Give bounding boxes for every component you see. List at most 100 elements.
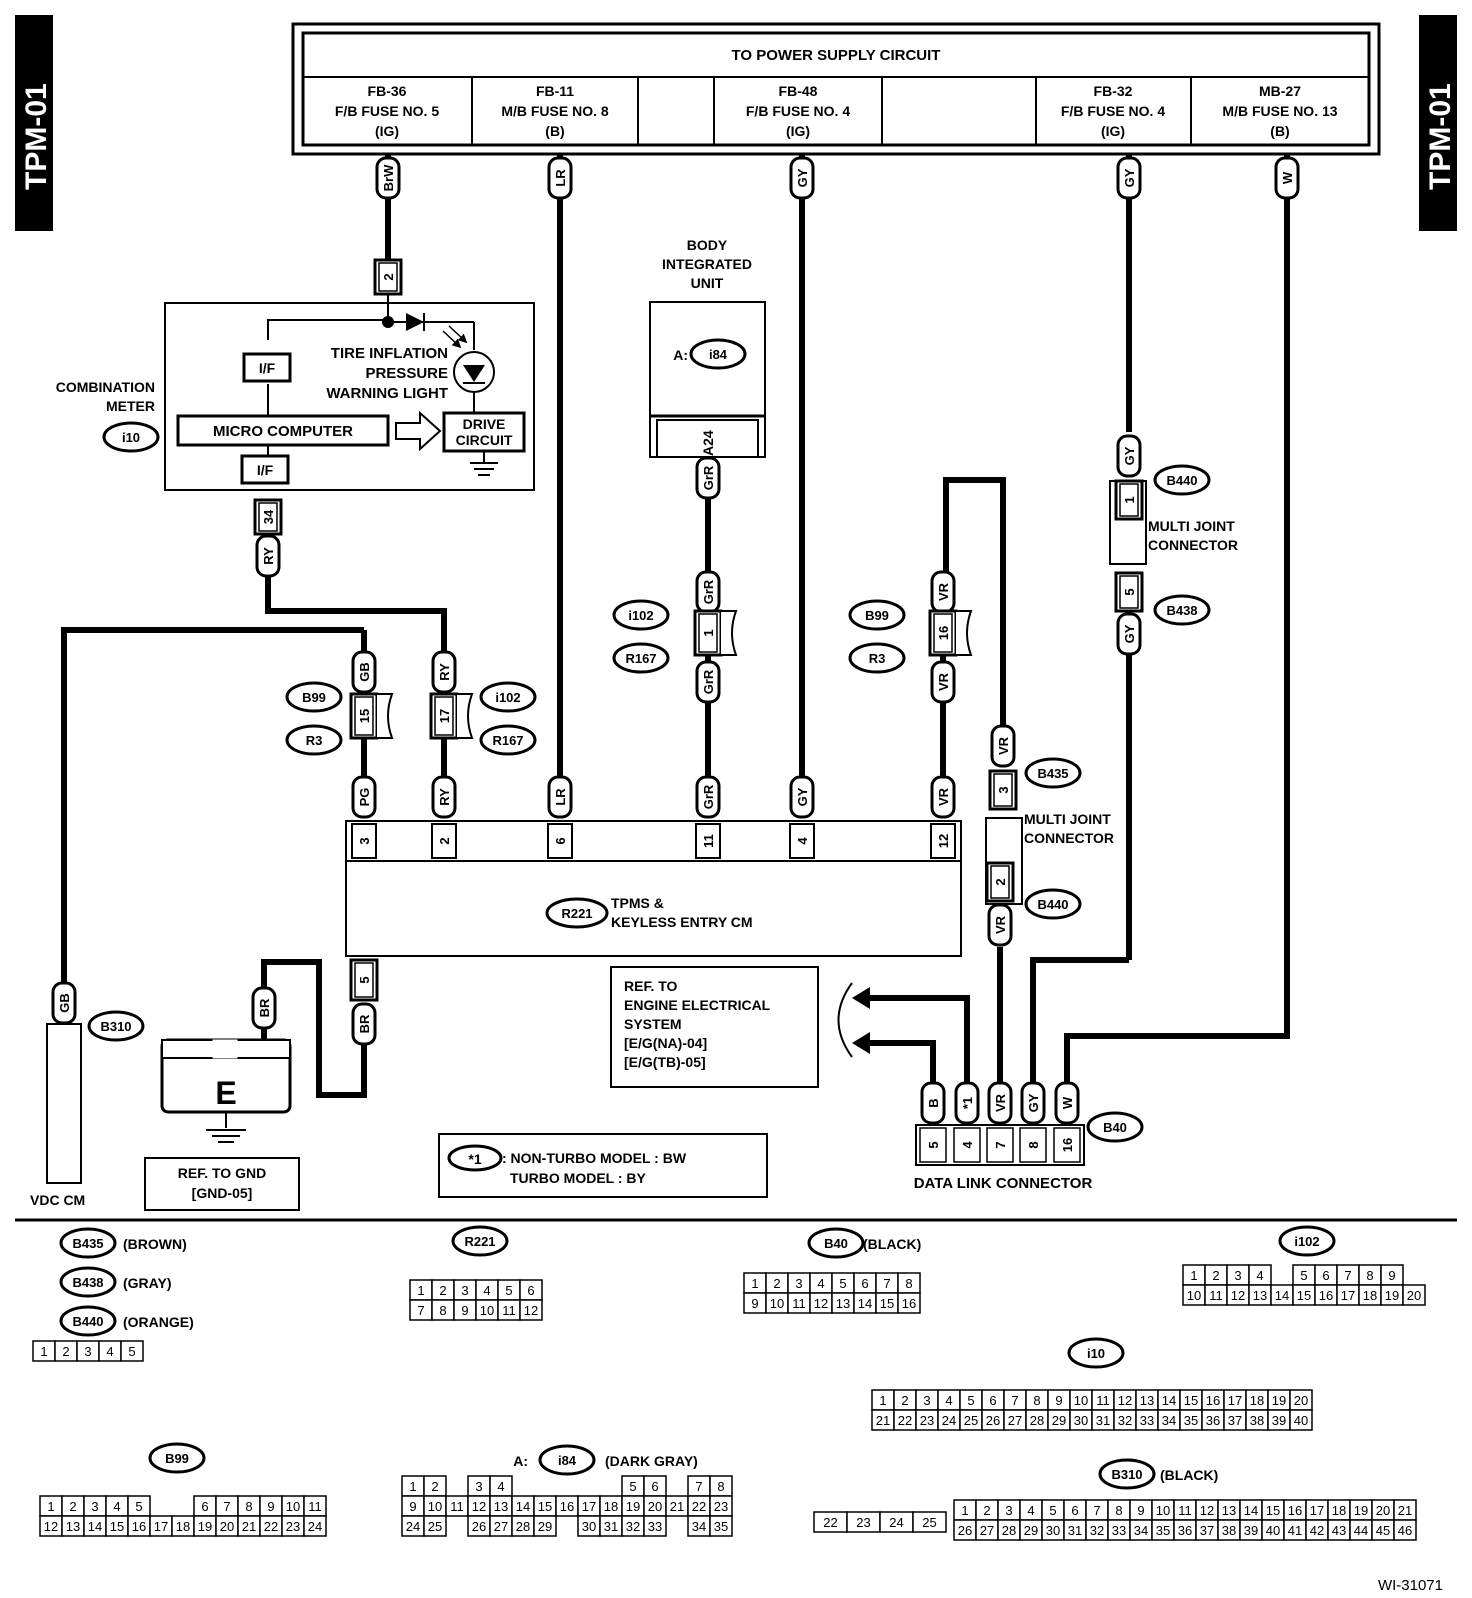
pin-meter-2: 2	[373, 258, 403, 296]
svg-text:19: 19	[1272, 1393, 1286, 1408]
svg-text:1: 1	[47, 1499, 54, 1514]
svg-text:7: 7	[1093, 1503, 1100, 1518]
tag-star1: *1	[954, 1081, 980, 1125]
side-tab-left-label: TPM-01	[20, 83, 53, 190]
tag-w-2-label: W	[1060, 1096, 1075, 1109]
svg-text:5: 5	[1122, 588, 1137, 595]
svg-text:10: 10	[1187, 1288, 1201, 1303]
svg-text:37: 37	[1228, 1413, 1242, 1428]
svg-text:8: 8	[245, 1499, 252, 1514]
tag-gy-3-label: GY	[795, 787, 810, 806]
tag-ry-1: RY	[431, 650, 457, 694]
svg-text:25: 25	[964, 1413, 978, 1428]
svg-text:B40: B40	[824, 1236, 848, 1251]
svg-text:11: 11	[502, 1303, 516, 1318]
conn-b440-a: B440	[1153, 464, 1211, 496]
svg-text:6: 6	[553, 837, 568, 844]
svg-text:6: 6	[1322, 1268, 1329, 1283]
svg-text:12: 12	[472, 1499, 486, 1514]
tag-ry-1-label: RY	[437, 663, 452, 681]
svg-text:17: 17	[437, 709, 452, 723]
svg-text:3: 3	[996, 786, 1011, 793]
svg-text:32: 32	[1090, 1523, 1104, 1538]
engine-electrical-ref: REF. TO ENGINE ELECTRICAL SYSTEM [E/G(NA…	[610, 966, 819, 1088]
pin-b440-1: 1	[1114, 479, 1144, 521]
svg-text:9: 9	[1388, 1268, 1395, 1283]
svg-text:17: 17	[1228, 1393, 1242, 1408]
svg-text:12: 12	[936, 834, 951, 848]
conn-r221: R221	[545, 897, 609, 929]
svg-text:3: 3	[923, 1393, 930, 1408]
dlc-pin-5	[919, 1127, 947, 1163]
combination-meter-label-1: COMBINATION	[56, 379, 155, 395]
svg-text:5: 5	[1049, 1503, 1056, 1518]
svg-text:11: 11	[701, 834, 716, 848]
tpms-pin-2: 2	[431, 823, 457, 859]
engine-ref-4: [E/G(NA)-04]	[624, 1035, 707, 1051]
vdc-cm-label: VDC CM	[30, 1192, 85, 1208]
body-unit-label-3: UNIT	[691, 275, 724, 291]
svg-text:44: 44	[1354, 1523, 1368, 1538]
svg-text:30: 30	[1074, 1413, 1088, 1428]
svg-text:4: 4	[1027, 1503, 1034, 1518]
svg-text:24: 24	[889, 1515, 903, 1530]
svg-text:6: 6	[527, 1283, 534, 1298]
svg-text:15: 15	[538, 1499, 552, 1514]
svg-text:24: 24	[942, 1413, 956, 1428]
svg-text:21: 21	[670, 1499, 684, 1514]
warning-light-1: TIRE INFLATION	[331, 345, 448, 362]
svg-text:2: 2	[983, 1503, 990, 1518]
svg-text:36: 36	[1206, 1413, 1220, 1428]
legend-conn-b40: B40	[807, 1227, 865, 1259]
fuse-4-mode: (IG)	[1101, 123, 1125, 139]
svg-text:20: 20	[648, 1499, 662, 1514]
tag-br-1-label: BR	[257, 998, 272, 1017]
svg-text:3: 3	[795, 1276, 802, 1291]
tag-gb-2-label: GB	[57, 993, 72, 1013]
svg-text:11: 11	[792, 1296, 806, 1311]
fuse-2-mode: (B)	[545, 123, 564, 139]
tag-grr-2: GrR	[695, 570, 721, 614]
svg-text:16: 16	[132, 1519, 146, 1534]
svg-text:i84: i84	[709, 347, 728, 362]
svg-text:15: 15	[1266, 1503, 1280, 1518]
svg-text:29: 29	[1052, 1413, 1066, 1428]
svg-text:40: 40	[1294, 1413, 1308, 1428]
fuse-3-mode: (IG)	[786, 123, 810, 139]
svg-text:B440: B440	[1166, 473, 1197, 488]
svg-text:4: 4	[483, 1283, 490, 1298]
svg-text:13: 13	[836, 1296, 850, 1311]
svg-text:B99: B99	[302, 690, 326, 705]
fuse-3-code: FB-48	[779, 83, 818, 99]
svg-text:19: 19	[1385, 1288, 1399, 1303]
svg-text:25: 25	[922, 1515, 936, 1530]
conn-b435: B435	[1024, 757, 1082, 789]
svg-text:8: 8	[905, 1276, 912, 1291]
meter-if-top: I/F	[259, 360, 276, 376]
svg-text:8: 8	[1033, 1393, 1040, 1408]
svg-text:B440: B440	[1037, 897, 1068, 912]
tag-b-label: B	[926, 1098, 941, 1107]
svg-text:27: 27	[1008, 1413, 1022, 1428]
legend-conn-i10: i10	[1067, 1337, 1125, 1369]
svg-text:15: 15	[880, 1296, 894, 1311]
tag-vr-5-label: VR	[993, 915, 1008, 934]
svg-text:8: 8	[1026, 1141, 1041, 1148]
svg-text:R3: R3	[869, 651, 886, 666]
svg-text:6: 6	[989, 1393, 996, 1408]
fuse-1-mode: (IG)	[375, 123, 399, 139]
tag-gy-3: GY	[789, 775, 815, 819]
multi-joint-upper-label-1: MULTI JOINT	[1148, 518, 1235, 534]
svg-text:28: 28	[1002, 1523, 1016, 1538]
legend-conn-b99: B99	[148, 1442, 206, 1474]
tag-ry-2-label: RY	[437, 788, 452, 806]
svg-text:i10: i10	[122, 430, 140, 445]
tag-gy-6-label: GY	[1026, 1093, 1041, 1112]
tag-pg-label: PG	[357, 788, 372, 807]
svg-text:46: 46	[1398, 1523, 1412, 1538]
svg-text:7: 7	[1344, 1268, 1351, 1283]
conn-r3-b: R3	[285, 724, 343, 756]
svg-text:4: 4	[795, 837, 810, 845]
